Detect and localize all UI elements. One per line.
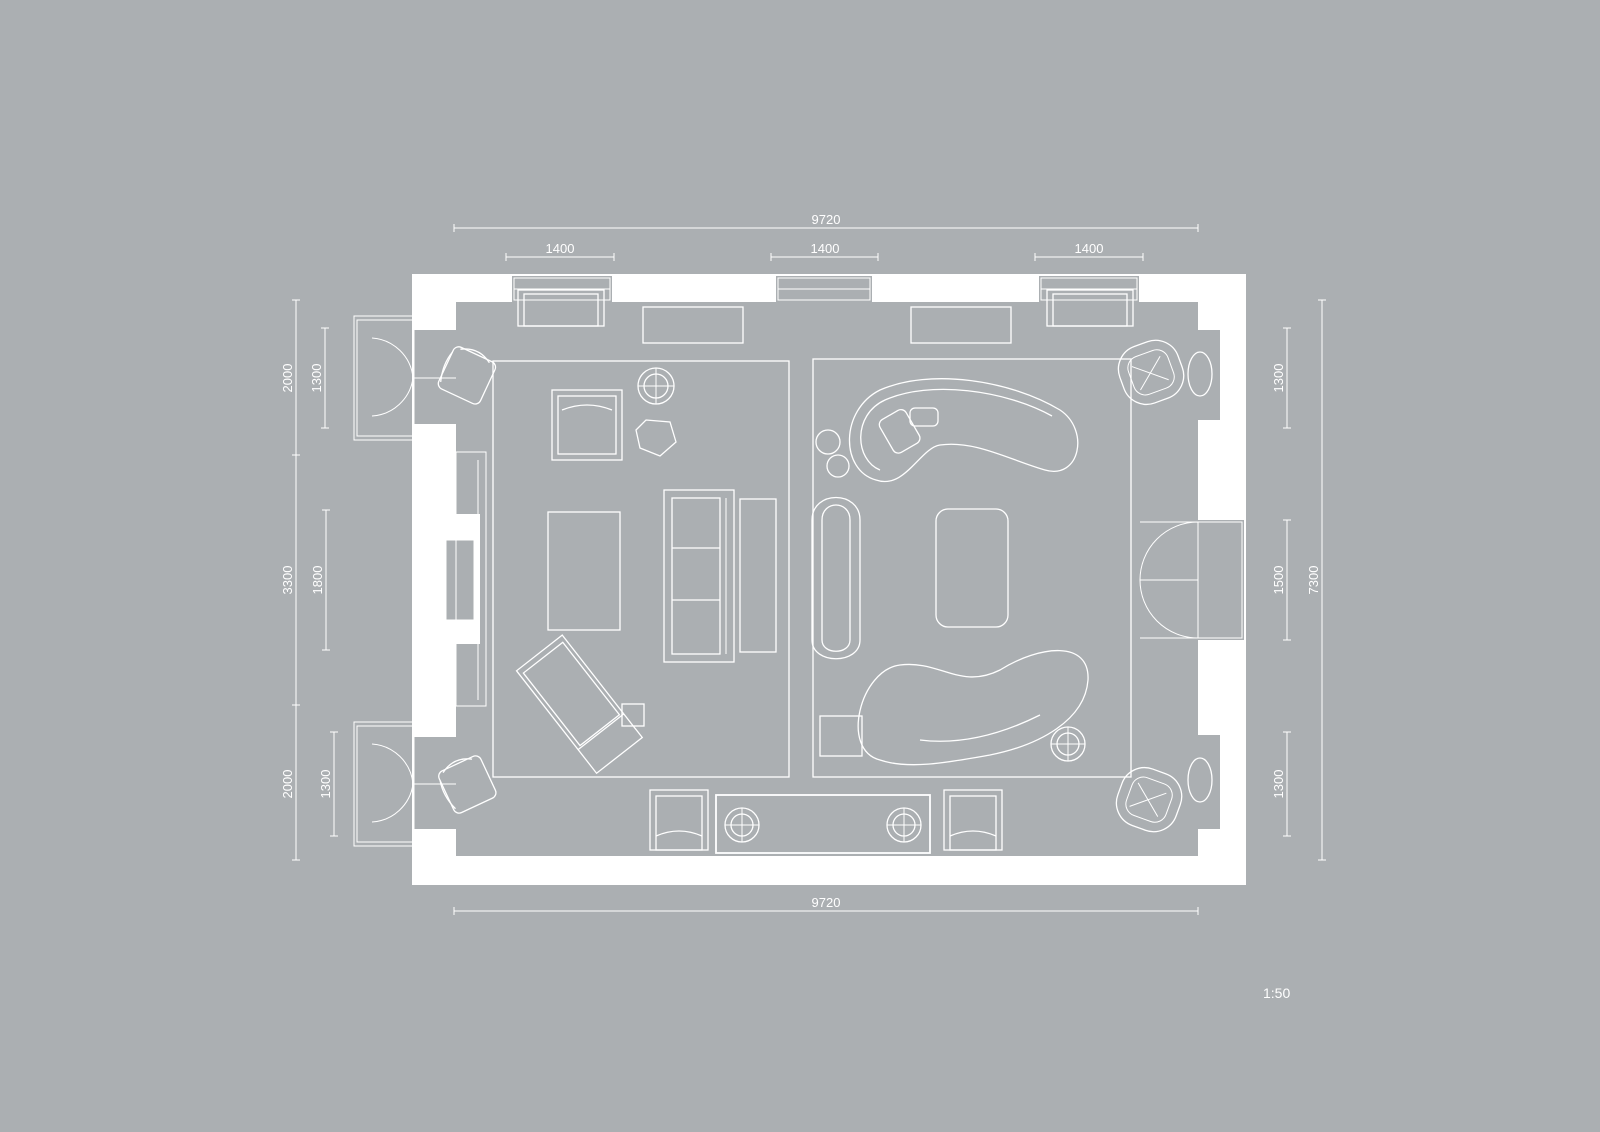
rugs: [492, 358, 1132, 778]
dim-bottom-total: 9720: [812, 895, 841, 910]
top-windows: [513, 277, 1138, 301]
dim-top-total: 9720: [812, 212, 841, 227]
dim-left-inner-bottom: 1300: [318, 770, 333, 799]
dimension-labels: 9720 1400 1400 1400 9720 2000 3300 2000 …: [280, 212, 1321, 910]
dim-left-inner-top: 1300: [309, 364, 324, 393]
dim-left-outer-mid: 3300: [280, 566, 295, 595]
dim-top-window-left: 1400: [546, 241, 575, 256]
dimension-lines: [292, 224, 1326, 915]
right-corner-chairs: [1115, 339, 1213, 833]
right-door: [1139, 521, 1243, 639]
dim-left-outer-top: 2000: [280, 364, 295, 393]
walls: [412, 274, 1246, 885]
left-living-area: [515, 367, 777, 775]
scale-label: 1:50: [1263, 985, 1290, 1001]
dim-right-inner-top: 1300: [1271, 364, 1286, 393]
dim-top-window-right: 1400: [1075, 241, 1104, 256]
right-living-area: [811, 378, 1089, 766]
dim-right-inner-mid: 1500: [1271, 566, 1286, 595]
window-seating: [517, 289, 1134, 344]
left-corner-chairs: [437, 346, 497, 814]
dim-top-window-mid: 1400: [811, 241, 840, 256]
fireplace: [438, 451, 487, 707]
dim-left-inner-mid: 1800: [310, 566, 325, 595]
dim-right-inner-bottom: 1300: [1271, 770, 1286, 799]
dim-right-total: 7300: [1306, 566, 1321, 595]
bottom-console: [649, 789, 1003, 854]
left-doors: [353, 315, 456, 847]
dim-left-outer-bottom: 2000: [280, 770, 295, 799]
